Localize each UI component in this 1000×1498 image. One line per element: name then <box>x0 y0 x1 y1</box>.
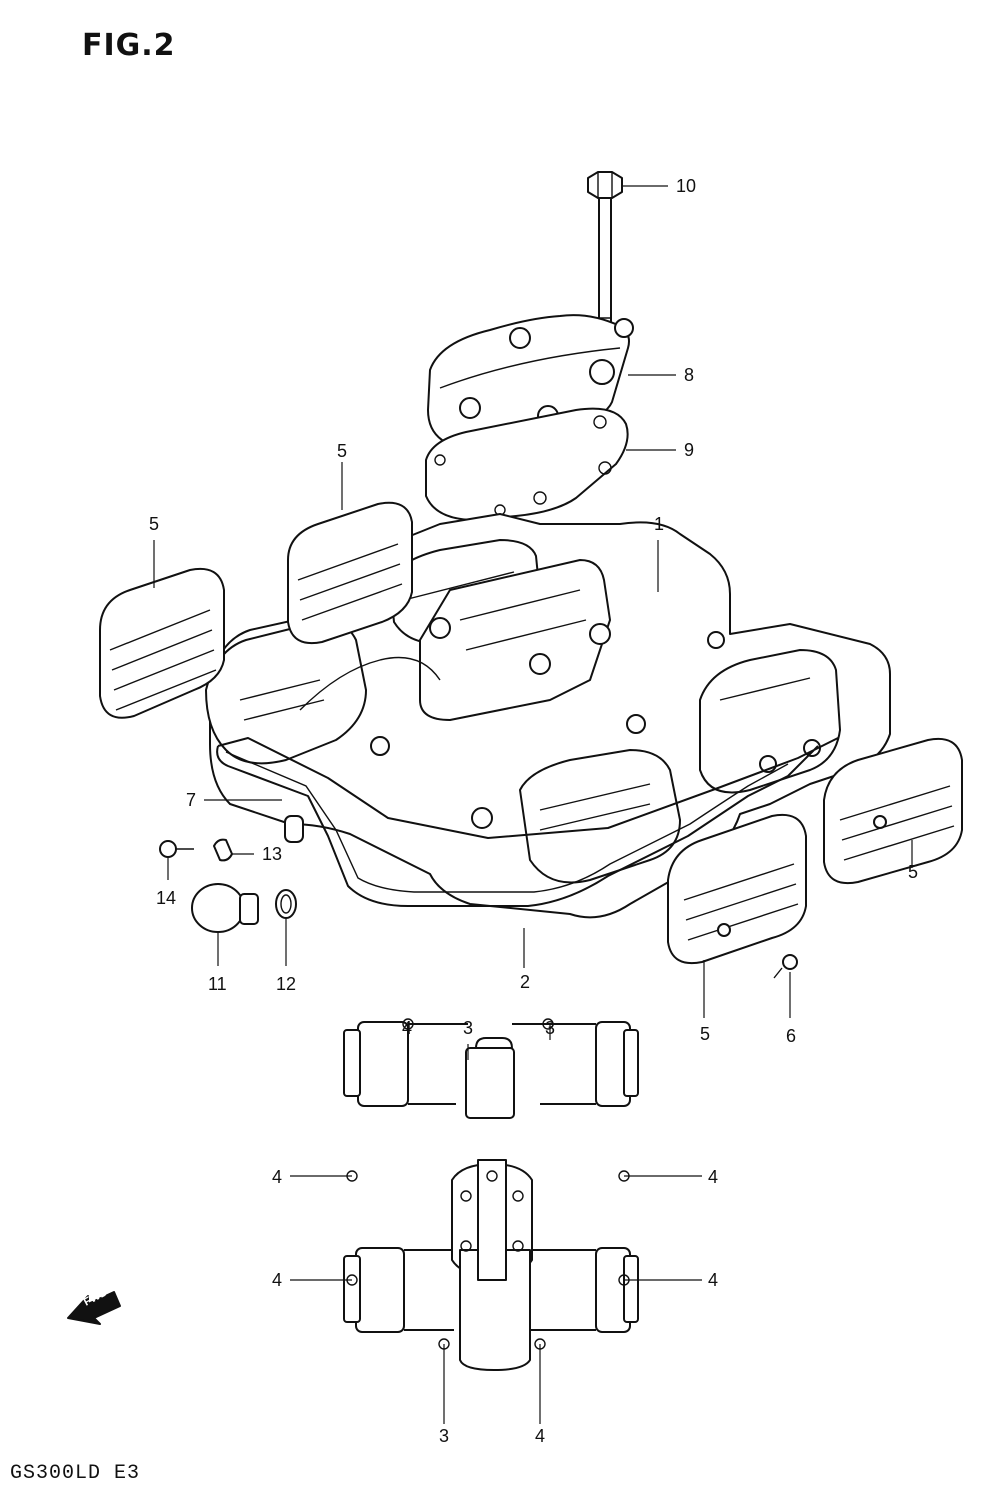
fwd-arrow-icon: FWD <box>67 1286 121 1325</box>
callout-4: 4 <box>272 1270 282 1290</box>
o-ring-12-part <box>275 889 297 919</box>
callout-14: 14 <box>156 888 176 908</box>
callout-9: 9 <box>684 440 694 460</box>
callout-4: 4 <box>708 1167 718 1187</box>
callout-3: 3 <box>545 1018 555 1038</box>
callout-12: 12 <box>276 974 296 994</box>
side-cover-left-inner-part <box>287 501 413 644</box>
screw-6-part <box>773 954 798 979</box>
dowel-pin-part <box>284 815 304 843</box>
bolt-part <box>587 171 623 351</box>
clamp-13-part <box>213 838 233 862</box>
callout-labels: 10 8 9 5 5 1 7 13 14 11 12 2 5 5 6 4 3 3… <box>149 176 918 1446</box>
callout-1: 1 <box>654 514 664 534</box>
callout-8: 8 <box>684 365 694 385</box>
callout-4: 4 <box>272 1167 282 1187</box>
callout-3: 3 <box>463 1018 473 1038</box>
side-cover-left-outer-part <box>99 568 225 719</box>
callout-2: 2 <box>520 972 530 992</box>
model-code: GS300LD E3 <box>10 1462 141 1485</box>
callout-5: 5 <box>908 862 918 882</box>
screw-14-part <box>159 840 194 858</box>
callout-5: 5 <box>149 514 159 534</box>
callout-4: 4 <box>402 1018 412 1038</box>
callout-6: 6 <box>786 1026 796 1046</box>
callout-4: 4 <box>708 1270 718 1290</box>
housing-gasket-part <box>216 737 839 907</box>
plug-11-part <box>191 883 259 933</box>
side-cover-right-outer-part <box>823 738 963 884</box>
callout-11: 11 <box>208 974 227 994</box>
leader-lines <box>153 185 913 1424</box>
side-cover-right-inner-part <box>667 814 807 964</box>
callout-3: 3 <box>439 1426 449 1446</box>
callout-5: 5 <box>700 1024 710 1044</box>
callout-5: 5 <box>337 441 347 461</box>
figure-title: FIG.2 <box>82 28 176 63</box>
callout-13: 13 <box>262 844 282 864</box>
bottom-view-part <box>343 1018 639 1371</box>
callout-4: 4 <box>535 1426 545 1446</box>
callout-7: 7 <box>186 790 196 810</box>
callout-10: 10 <box>676 176 696 196</box>
